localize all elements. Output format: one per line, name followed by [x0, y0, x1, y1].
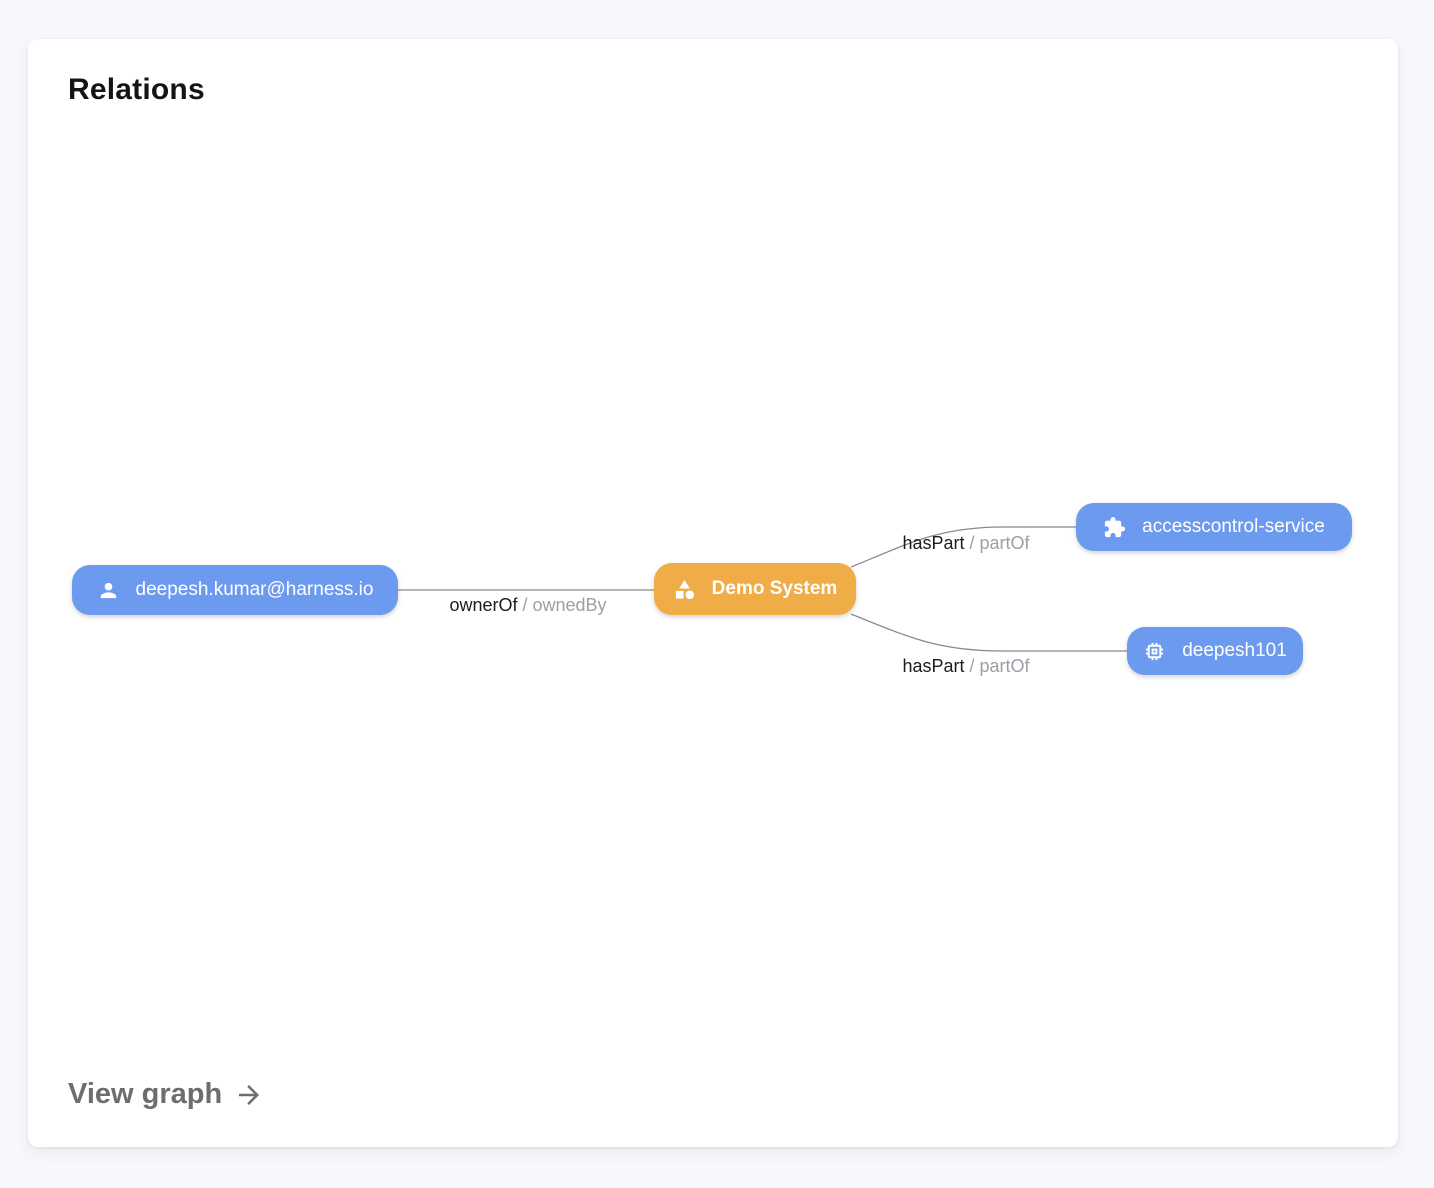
person-icon	[100, 582, 116, 598]
node-label: accesscontrol-service	[1142, 516, 1325, 537]
node-label: deepesh101	[1182, 640, 1287, 661]
card-title: Relations	[68, 73, 205, 106]
node-user[interactable]: deepesh.kumar@harness.io	[72, 565, 398, 615]
edge-haspart-top	[850, 526, 1076, 568]
edge-label-secondary: ownedBy	[532, 595, 607, 615]
view-graph-label: View graph	[68, 1078, 223, 1110]
edge-label-ownerof: ownerOf / ownedBy	[403, 595, 653, 616]
arrow-right-icon	[239, 1084, 260, 1105]
edge-label-separator: /	[964, 656, 980, 676]
relation-edges	[398, 526, 1127, 652]
edge-label-primary: hasPart	[902, 533, 965, 553]
edge-label-haspart-bottom: hasPart / partOf	[841, 656, 1091, 677]
node-label: Demo System	[711, 578, 838, 599]
node-accesscontrol-service[interactable]: accesscontrol-service	[1076, 503, 1352, 551]
edge-label-secondary: partOf	[979, 533, 1030, 553]
relations-card: Relations ownerOf / ownedBy hasPart / pa…	[28, 39, 1398, 1147]
extension-icon	[1105, 516, 1126, 537]
edge-label-secondary: partOf	[979, 656, 1030, 676]
memory-icon	[1146, 642, 1164, 660]
view-graph-link[interactable]: View graph	[68, 1078, 264, 1111]
node-demo-system[interactable]: Demo System	[654, 563, 856, 615]
category-icon	[675, 579, 694, 599]
edge-label-haspart-top: hasPart / partOf	[841, 533, 1091, 554]
edge-label-separator: /	[517, 595, 533, 615]
node-deepesh101[interactable]: deepesh101	[1127, 627, 1303, 675]
node-label: deepesh.kumar@harness.io	[135, 579, 374, 600]
edge-label-separator: /	[964, 533, 980, 553]
edge-label-primary: hasPart	[902, 656, 965, 676]
edge-haspart-bottom	[850, 613, 1127, 652]
edge-label-primary: ownerOf	[449, 595, 518, 615]
